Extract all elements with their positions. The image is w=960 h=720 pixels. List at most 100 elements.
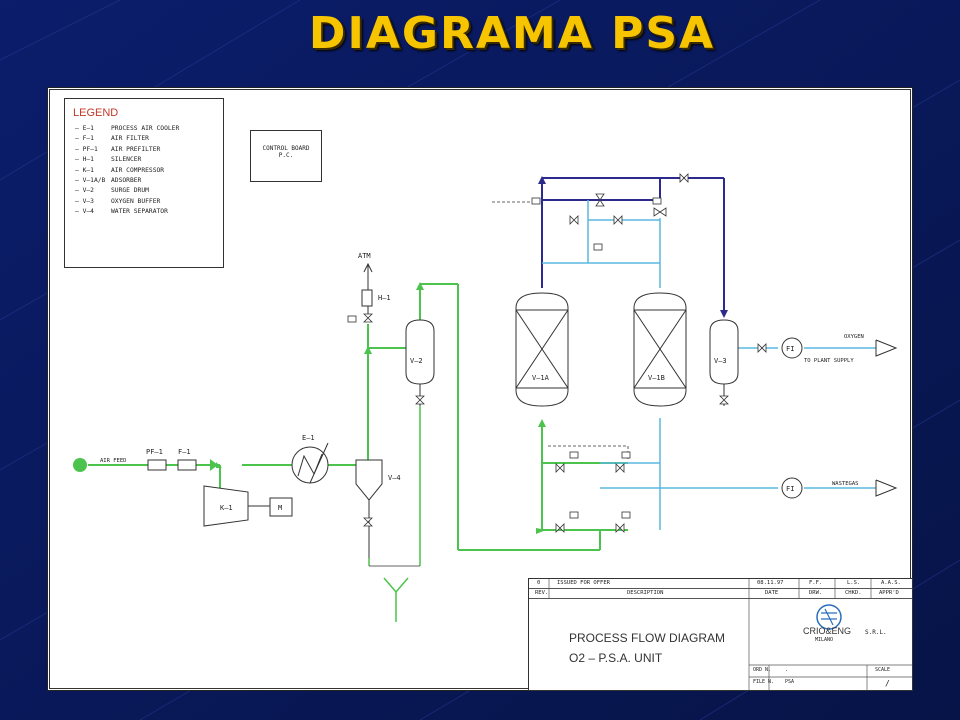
motor-m (269, 497, 293, 517)
oxygen-buffer-v3 (709, 319, 739, 385)
label-k1: K–1 (220, 504, 233, 512)
legend-item: – F–1 AIR FILTER (75, 135, 223, 142)
label-m: M (278, 504, 282, 512)
company-name: CRIO&ENG (803, 626, 852, 636)
legend-item-code: – PF–1 (75, 145, 98, 153)
legend-item-description: AIR PREFILTER (111, 145, 161, 153)
control-board-line1: CONTROL BOARD (262, 145, 310, 152)
label-to-plant: TO PLANT SUPPLY (804, 358, 854, 364)
rev-app: A.A.S. (881, 580, 901, 586)
cooler-cross-arrow (309, 442, 329, 484)
control-board: CONTROL BOARD P.C. (250, 130, 322, 182)
label-v1a: V–1A (532, 374, 550, 382)
company-logo-icon (816, 604, 842, 630)
rev-date: 08.11.97 (757, 580, 784, 586)
label-wastegas: WASTEGAS (832, 481, 859, 487)
legend-item-description: PROCESS AIR COOLER (111, 125, 180, 132)
legend-item-description: ADSORBER (111, 176, 142, 184)
legend-item-description: AIR COMPRESSOR (111, 166, 165, 174)
hdr-app: APPR'D (879, 590, 899, 596)
legend-item-code: – V–4 (75, 208, 94, 216)
hdr-by: DRW. (809, 590, 823, 596)
scale-label: SCALE (875, 667, 891, 673)
atm-arrow-icon (363, 262, 373, 273)
control-board-line2: P.C. (278, 152, 294, 159)
page-title: DIAGRAMA PSA (308, 8, 716, 59)
surge-drum-v2 (405, 319, 435, 385)
legend-item: – V–3 OXYGEN BUFFER (75, 198, 223, 205)
hdr-rev: REV. (535, 590, 549, 596)
legend-item-code: – F–1 (75, 135, 94, 143)
compressor-k1 (203, 485, 249, 527)
air-cooler-e1 (291, 446, 329, 484)
flow-indicator-waste (781, 477, 803, 499)
title-block: 0 ISSUED FOR OFFER 08.11.97 F.F. L.S. A.… (528, 578, 913, 691)
order-label: ORD N. (753, 667, 772, 673)
rev-description: ISSUED FOR OFFER (557, 580, 610, 586)
legend-item-code: – H–1 (75, 156, 94, 164)
label-v1b: V–1B (648, 374, 665, 382)
legend-item-code: – K–1 (75, 166, 94, 174)
label-v3: V–3 (714, 357, 727, 365)
title-block-grid (548, 579, 912, 690)
legend-heading: LEGEND (73, 107, 119, 119)
legend: LEGEND – E–1 PROCESS AIR COOLER – F–1 AIR F… (64, 98, 224, 268)
legend-item-description: SURGE DRUM (111, 187, 149, 195)
filter-f1 (177, 459, 197, 471)
hdr-chk: CHKD. (845, 590, 862, 596)
drain-funnel (368, 406, 421, 622)
adsorber-v1b (633, 292, 687, 407)
label-v2: V–2 (410, 357, 423, 365)
hdr-desc: DESCRIPTION (627, 590, 664, 596)
drawing-title-1: PROCESS FLOW DIAGRAM (569, 631, 726, 645)
rev-by: F.F. (809, 580, 823, 586)
legend-item-code: – E–1 (75, 125, 94, 132)
legend-item-description: AIR FILTER (111, 135, 149, 143)
legend-item: – V–2 SURGE DRUM (75, 187, 223, 194)
hdr-date: DATE (765, 590, 779, 596)
legend-item-description: OXYGEN BUFFER (111, 197, 161, 205)
water-separator-v4 (355, 459, 383, 501)
oxygen-lines (541, 177, 725, 316)
rev-number: 0 (537, 580, 541, 586)
oxygen-outlet-icon (875, 339, 898, 357)
legend-item: – H–1 SILENCER (75, 156, 223, 163)
adsorber-v1a (515, 292, 569, 407)
waste-lines (542, 200, 876, 530)
legend-item: – K–1 AIR COMPRESSOR (75, 167, 223, 174)
company-city: MILANO (815, 637, 834, 643)
legend-item: – E–1 PROCESS AIR COOLER (75, 125, 223, 132)
air-arrows (210, 282, 546, 534)
label-fi-waste: FI (786, 485, 794, 493)
label-atm: ATM (358, 252, 371, 260)
label-v4: V–4 (388, 474, 401, 482)
revision-header-row: REV. DESCRIPTION DATE DRW. CHKD. APPR'D (529, 589, 912, 599)
air-feed-inlet-icon (73, 458, 87, 472)
valve-actuators (347, 197, 662, 519)
legend-item-description: WATER SEPARATOR (111, 208, 168, 216)
flow-indicator-oxygen (781, 337, 803, 359)
company-srl: S.R.L. (865, 629, 887, 636)
label-oxygen: OXYGEN (844, 334, 864, 340)
cooler-coil (297, 453, 323, 477)
order-value: . (785, 667, 789, 673)
file-label: FILE N. (753, 679, 775, 685)
prefilter-pf1 (147, 459, 167, 471)
label-pf1: PF–1 (146, 448, 163, 456)
legend-item-description: SILENCER (111, 156, 142, 164)
label-e1: E–1 (302, 434, 315, 442)
legend-item-code: – V–3 (75, 197, 94, 205)
label-f1: F–1 (178, 448, 191, 456)
legend-item: – V–4 WATER SEPARATOR (75, 208, 223, 215)
legend-item-code: – V–2 (75, 187, 94, 195)
sheet-value: / (885, 679, 890, 688)
process-flow-diagram: ATM H–1 V–2 V–1A V–1B V–3 FI OXYGEN TO P… (49, 89, 911, 689)
silencer-h1 (361, 289, 373, 307)
drawing-title-2: O2 – P.S.A. UNIT (569, 651, 663, 665)
label-fi-oxygen: FI (786, 345, 794, 353)
wastegas-outlet-icon (875, 479, 898, 497)
diagram-sheet: ATM H–1 V–2 V–1A V–1B V–3 FI OXYGEN TO P… (48, 88, 913, 691)
valves (363, 173, 767, 533)
